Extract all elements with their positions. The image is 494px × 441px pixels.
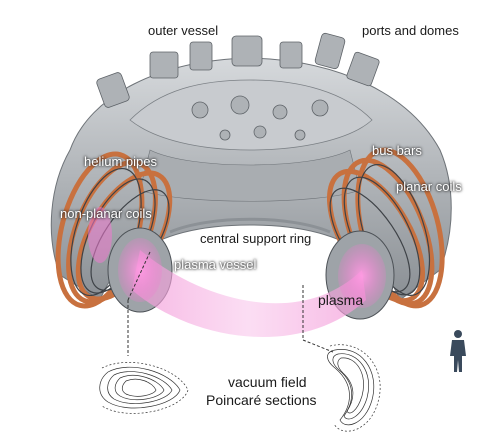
poincare-section-left <box>99 362 189 414</box>
label-non-planar-coils: non-planar coils <box>60 206 152 221</box>
section-markers <box>127 251 334 356</box>
label-helium-pipes: helium pipes <box>84 154 157 169</box>
label-plasma-vessel: plasma vessel <box>174 257 257 272</box>
label-central-support-ring: central support ring <box>200 231 312 246</box>
person-icon <box>450 330 466 372</box>
central-support-ring <box>169 217 331 234</box>
poincare-section-right <box>327 344 381 432</box>
label-plasma: plasma <box>318 292 364 308</box>
label-vacuum-field: vacuum field <box>228 374 307 390</box>
plasma <box>88 207 386 338</box>
label-bus-bars: bus bars <box>372 143 422 158</box>
label-outer-vessel: outer vessel <box>148 23 219 38</box>
ports-and-domes <box>96 32 380 141</box>
label-planar-coils: planar coils <box>396 179 462 194</box>
label-poincare-sections: Poincaré sections <box>206 392 317 408</box>
label-ports-and-domes: ports and domes <box>362 23 459 38</box>
